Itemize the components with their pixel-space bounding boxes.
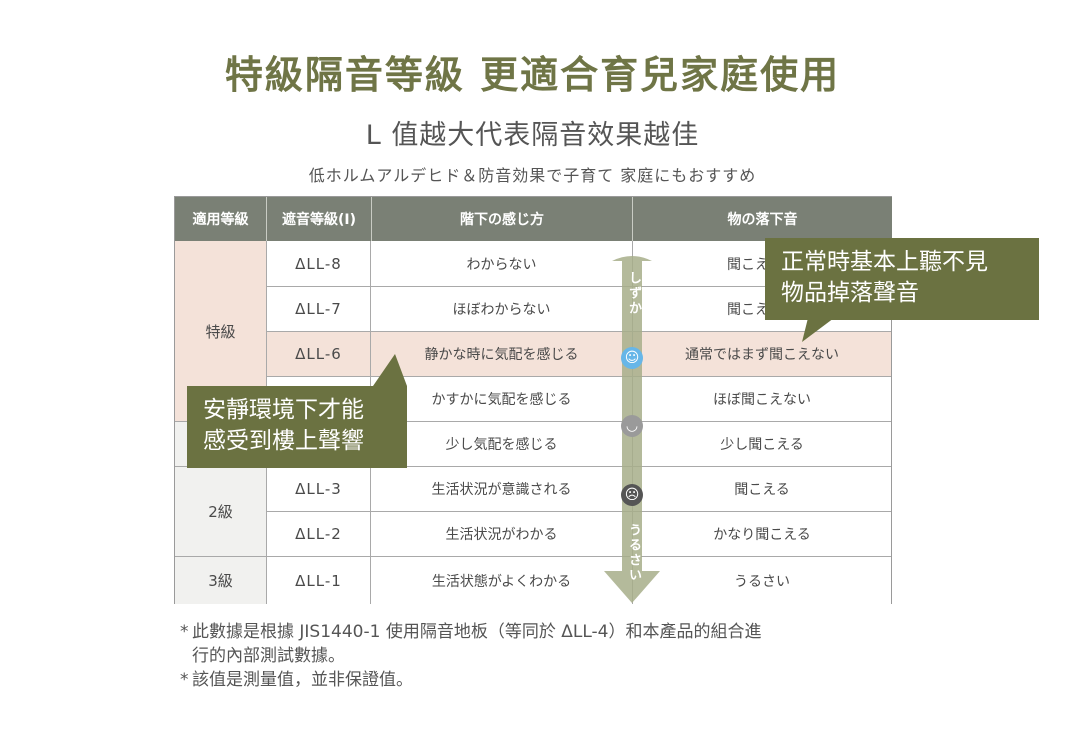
feel-cell: 少し気配を感じる bbox=[371, 421, 632, 466]
feel-cell: かすかに気配を感じる bbox=[371, 376, 632, 421]
callout-right: 正常時基本上聽不見 物品掉落聲音 bbox=[765, 238, 1039, 320]
callout-right-pointer bbox=[802, 318, 834, 342]
callout-right-line2: 物品掉落聲音 bbox=[781, 280, 919, 306]
callout-left-line1: 安靜環境下才能 bbox=[203, 397, 364, 423]
frown-face-icon: ☹ bbox=[621, 484, 643, 506]
level-cell: ΔLL-1 bbox=[266, 556, 371, 604]
feel-cell: わからない bbox=[371, 241, 632, 286]
drop-cell: かなり聞こえる bbox=[632, 511, 891, 556]
feel-cell: 生活状況が意識される bbox=[371, 466, 632, 511]
arrow-label-loud: うるさい bbox=[626, 523, 641, 583]
drop-cell: 聞こえる bbox=[632, 466, 891, 511]
callout-right-line1: 正常時基本上聽不見 bbox=[781, 249, 988, 275]
smile-face-icon: ☺ bbox=[621, 347, 643, 369]
feel-cell: 生活状態がよくわかる bbox=[371, 556, 632, 604]
header-grade: 適用等級 bbox=[175, 197, 266, 241]
page-tagline: 低ホルムアルデヒド＆防音効果で子育て 家庭にもおすすめ bbox=[308, 166, 757, 185]
grade-3: 3級 bbox=[175, 556, 266, 604]
feel-cell: ほぼわからない bbox=[371, 286, 632, 331]
level-cell: ΔLL-8 bbox=[266, 241, 371, 286]
footnote-2: * 該值是測量值，並非保證值。 bbox=[180, 670, 413, 690]
feel-cell: 静かな時に気配を感じる bbox=[371, 331, 632, 376]
neutral-face-icon: ◡ bbox=[621, 415, 643, 437]
drop-cell: うるさい bbox=[632, 556, 891, 604]
callout-left-pointer bbox=[373, 354, 407, 386]
footnote-1: * 此數據是根據 JIS1440-1 使用隔音地板（等同於 ΔLL-4）和本產品… bbox=[180, 622, 762, 666]
arrow-label-quiet: しずか bbox=[626, 271, 641, 316]
page-subtitle: L 值越大代表隔音效果越佳 bbox=[365, 120, 700, 151]
drop-cell: 少し聞こえる bbox=[632, 421, 891, 466]
header-feel: 階下の感じ方 bbox=[371, 197, 632, 241]
grade-2: 2級 bbox=[175, 466, 266, 556]
level-cell: ΔLL-6 bbox=[266, 331, 371, 376]
header-level: 遮音等級(Ⅰ) bbox=[266, 197, 371, 241]
drop-cell: ほぼ聞こえない bbox=[632, 376, 891, 421]
level-cell: ΔLL-2 bbox=[266, 511, 371, 556]
page-title: 特級隔音等級 更適合育兒家庭使用 bbox=[224, 52, 841, 97]
level-cell: ΔLL-3 bbox=[266, 466, 371, 511]
header-drop: 物の落下音 bbox=[632, 197, 892, 241]
feel-cell: 生活状況がわかる bbox=[371, 511, 632, 556]
level-cell: ΔLL-7 bbox=[266, 286, 371, 331]
footnotes: * 此數據是根據 JIS1440-1 使用隔音地板（等同於 ΔLL-4）和本產品… bbox=[180, 620, 900, 692]
drop-cell: 通常ではまず聞こえない bbox=[632, 331, 891, 376]
callout-left: 安靜環境下才能 感受到樓上聲響 bbox=[187, 386, 407, 468]
callout-left-line2: 感受到樓上聲響 bbox=[203, 428, 364, 454]
